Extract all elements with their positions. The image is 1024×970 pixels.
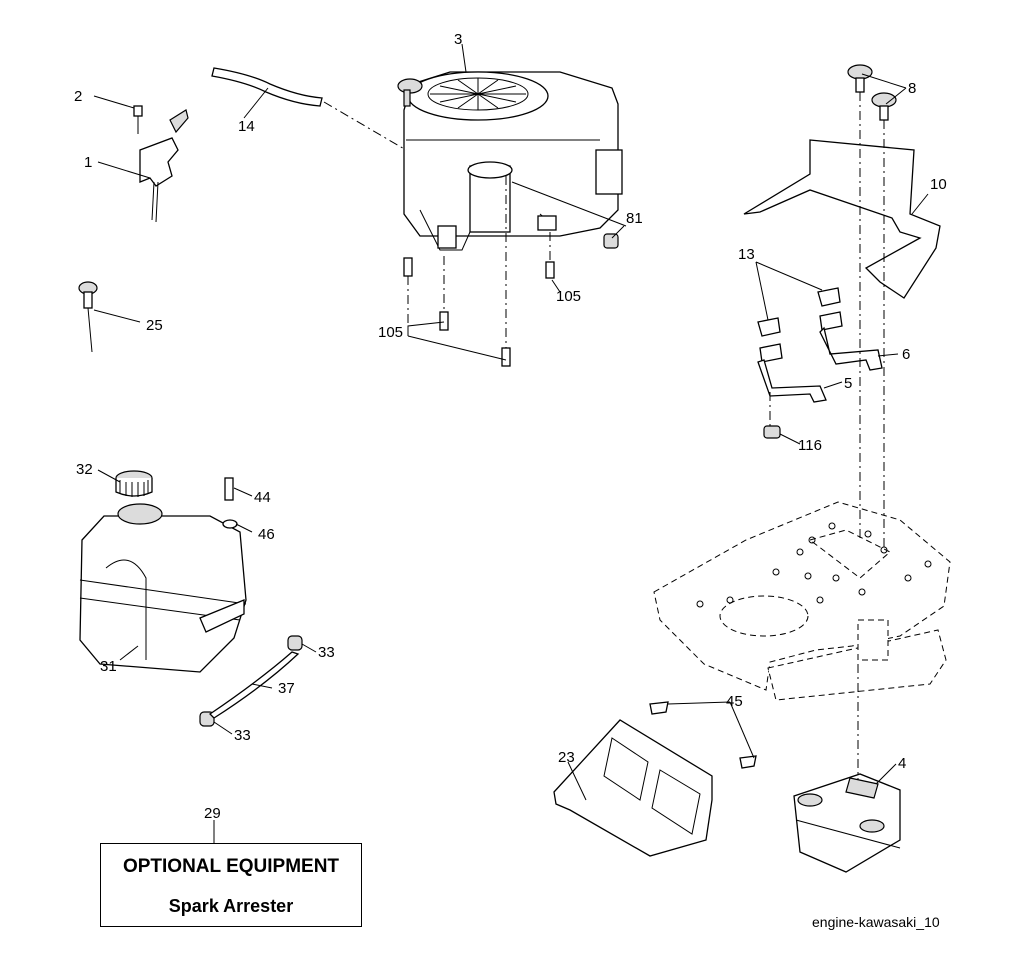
bracket-plate xyxy=(553,701,757,857)
dipstick xyxy=(78,281,98,353)
callout-2: 2 xyxy=(74,88,82,105)
optional-equipment-subtitle: Spark Arrester xyxy=(168,896,294,916)
callout-33a: 33 xyxy=(318,644,335,661)
figure-id: engine-kawasaki_10 xyxy=(812,914,940,930)
callout-4: 4 xyxy=(898,755,906,772)
callout-13: 13 xyxy=(738,246,755,263)
callout-105b: 105 xyxy=(378,324,403,341)
callout-32: 32 xyxy=(76,461,93,478)
throttle-control xyxy=(133,105,189,223)
callout-1: 1 xyxy=(84,154,92,171)
heat-shield xyxy=(743,139,941,299)
callout-25: 25 xyxy=(146,317,163,334)
washer-46 xyxy=(222,519,238,529)
callout-8: 8 xyxy=(908,80,916,97)
callouts: 1 2 3 4 5 6 8 10 13 14 23 25 29 31 32 33… xyxy=(74,31,947,822)
callout-116: 116 xyxy=(798,437,822,454)
callout-44: 44 xyxy=(254,489,271,506)
callout-81: 81 xyxy=(626,210,643,227)
callout-37: 37 xyxy=(278,680,295,697)
exhaust-pipes xyxy=(757,287,883,403)
assembly-lines xyxy=(323,92,885,780)
callout-14: 14 xyxy=(238,118,255,135)
callout-45: 45 xyxy=(726,693,743,710)
screw-44 xyxy=(224,477,234,501)
fuel-tank xyxy=(79,503,247,673)
nut-81 xyxy=(603,233,619,249)
optional-equipment-title: OPTIONAL EQUIPMENT xyxy=(122,856,340,877)
callout-33b: 33 xyxy=(234,727,251,744)
engine xyxy=(397,71,623,251)
callout-46: 46 xyxy=(258,526,275,543)
fuel-line xyxy=(199,635,303,727)
frame xyxy=(653,501,951,701)
nut-116 xyxy=(763,425,781,439)
callout-23: 23 xyxy=(558,749,575,766)
optional-equipment-box: OPTIONAL EQUIPMENT Spark Arrester xyxy=(100,843,362,927)
callout-31: 31 xyxy=(100,658,117,675)
callout-105a: 105 xyxy=(556,288,581,305)
fuel-cap xyxy=(115,470,153,497)
hose xyxy=(211,67,323,107)
callout-6: 6 xyxy=(902,346,910,363)
callout-10: 10 xyxy=(930,176,947,193)
bolts-105 xyxy=(403,257,555,367)
callout-3: 3 xyxy=(454,31,462,48)
callout-29: 29 xyxy=(204,805,221,822)
leader-lines xyxy=(93,43,929,843)
muffler xyxy=(793,773,901,873)
knobs-8 xyxy=(847,64,897,121)
callout-5: 5 xyxy=(844,375,852,392)
